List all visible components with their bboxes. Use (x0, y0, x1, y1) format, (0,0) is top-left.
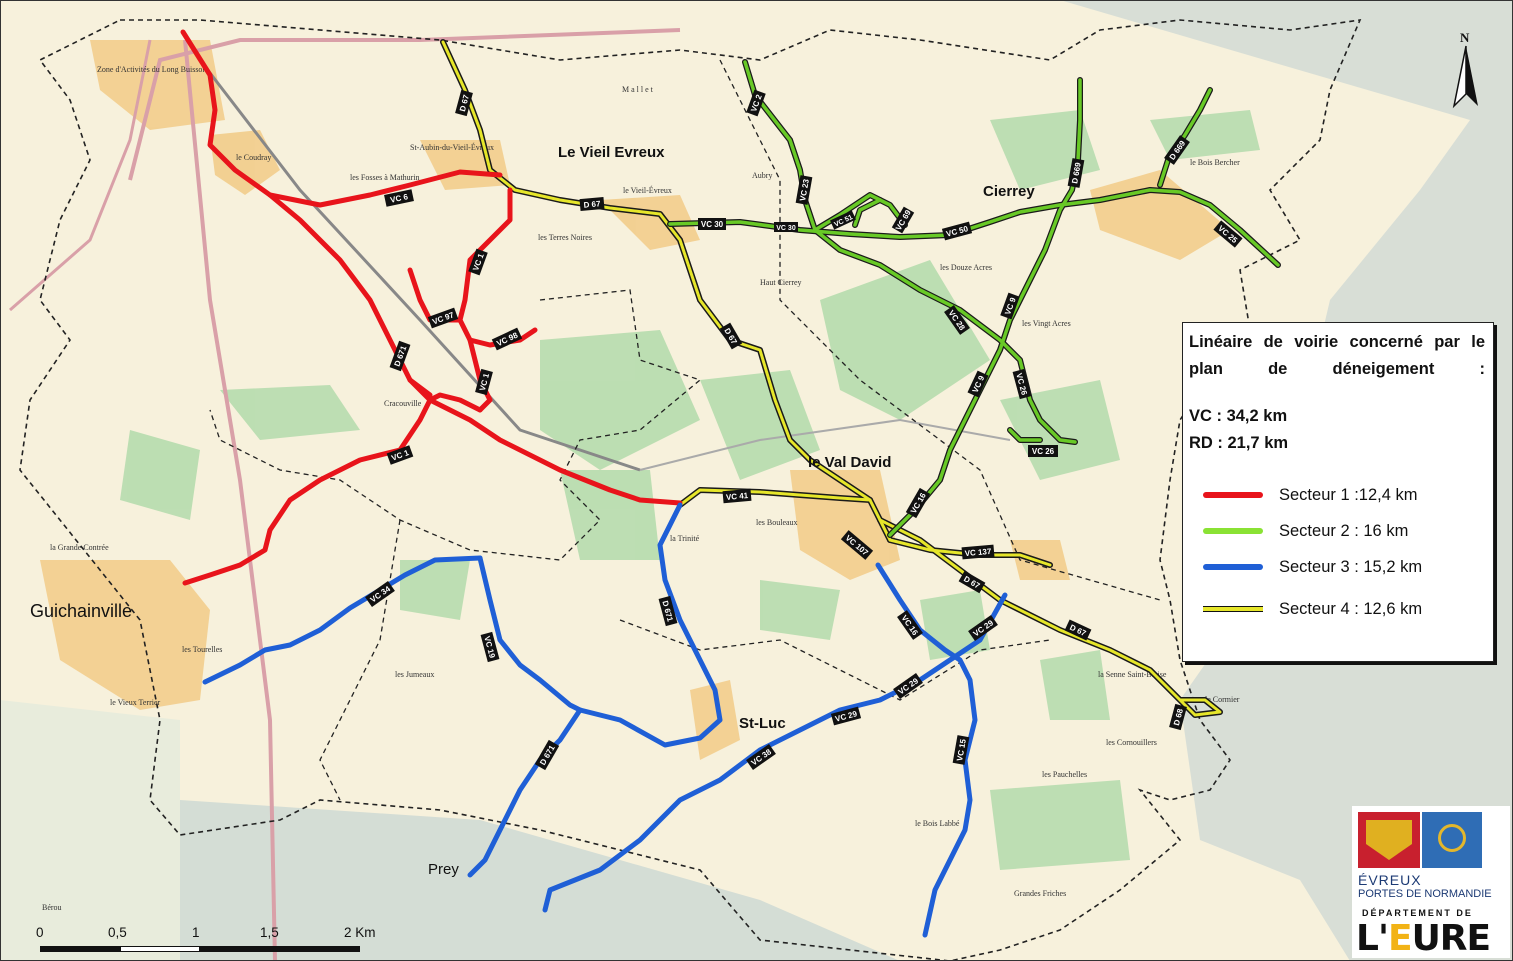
label-cracouville: Cracouville (384, 399, 422, 408)
legend-sector-2: Secteur 2 : 16 km (1203, 519, 1408, 543)
label-grandes-friches: Grandes Friches (1014, 889, 1066, 898)
label-cornouillers: les Cornouillers (1106, 738, 1157, 747)
map-small-labels: Zone d'Activités du Long Buisson M a l l… (42, 65, 1240, 912)
road-label-vc15: VC 15 (955, 738, 968, 762)
label-fosses-mathurin: les Fosses à Mathurin (350, 173, 420, 182)
legend-swatch-sector-3 (1203, 564, 1263, 570)
legend-title: Linéaire de voirie concerné par le plan … (1189, 333, 1485, 378)
north-arrow-icon (1452, 45, 1478, 109)
label-vingt-acres: les Vingt Acres (1022, 319, 1071, 328)
scale-label-15: 1,5 (260, 925, 279, 940)
scale-segment-1 (40, 946, 120, 952)
scale-bar: 0 0,5 1 1,5 2 Km (30, 924, 390, 956)
road-label-vc30b: VC 30 (776, 225, 796, 232)
label-st-aubin: St-Aubin-du-Vieil-Évreux (410, 142, 494, 152)
road-label-d67a: D 67 (458, 93, 471, 112)
legend-label-sector-3: Secteur 3 : 15,2 km (1279, 557, 1423, 576)
legend-rd-total: RD : 21,7 km (1189, 434, 1289, 452)
label-aubry: Aubry (752, 171, 772, 180)
road-label-vc41: VC 41 (726, 491, 749, 502)
legend-sector-3: Secteur 3 : 15,2 km (1203, 555, 1422, 579)
legend-label-sector-1: Secteur 1 :12,4 km (1279, 485, 1418, 504)
place-val-david: le Val David (808, 454, 891, 471)
legend-swatch-sector-2 (1203, 528, 1263, 534)
legend-vc-total: VC : 34,2 km (1189, 407, 1288, 425)
evreux-logo: ÉVREUX PORTES DE NORMANDIE (1352, 806, 1510, 908)
label-grande-contree: la Grande Contrée (50, 543, 109, 552)
scale-label-2km: 2 Km (344, 925, 376, 940)
road-label-d67b: D 67 (583, 199, 601, 209)
sector-4-roads (441, 40, 1222, 717)
road-label-d68: D 68 (1172, 707, 1185, 726)
label-douze-acres: les Douze Acres (940, 263, 992, 272)
label-la-trinite: la Trinité (670, 534, 700, 543)
label-zone-activites: Zone d'Activités du Long Buisson (97, 65, 206, 74)
place-vieil-evreux: Le Vieil Evreux (558, 144, 665, 161)
road-label-vc6: VC 6 (389, 192, 409, 205)
evreux-logo-line2: PORTES DE NORMANDIE (1358, 888, 1492, 900)
evreux-logo-line1: ÉVREUX (1358, 872, 1422, 888)
road-label-vc26b: VC 26 (1032, 447, 1055, 456)
place-cierrey: Cierrey (983, 183, 1035, 200)
label-les-jumeaux: les Jumeaux (395, 670, 434, 679)
legend-label-sector-4: Secteur 4 : 12,6 km (1279, 599, 1423, 618)
label-vieil-evreux-small: le Vieil-Évreux (623, 185, 672, 195)
place-guichainville: Guichainville (30, 601, 132, 621)
label-berou: Bérou (42, 903, 62, 912)
label-les-tourelles: les Tourelles (182, 645, 222, 654)
label-prey: Prey (428, 861, 459, 878)
road-label-vc23: VC 23 (798, 178, 811, 202)
label-bois-bercher: le Bois Bercher (1190, 158, 1240, 167)
label-coudray: le Coudray (236, 153, 271, 162)
main-place-names: Le Vieil Evreux Cierrey le Val David St-… (30, 144, 1035, 732)
legend-sector-1: Secteur 1 :12,4 km (1203, 483, 1418, 507)
label-mallet: M a l l e t (622, 85, 654, 94)
scale-label-0: 0 (36, 925, 44, 940)
eure-logo-e: E (1387, 918, 1413, 959)
label-le-cormier: le Cormier (1205, 695, 1240, 704)
legend: Linéaire de voirie concerné par le plan … (1182, 322, 1494, 662)
legend-label-sector-2: Secteur 2 : 16 km (1279, 521, 1409, 540)
label-pauchelles: les Pauchelles (1042, 770, 1087, 779)
globe-icon (1438, 824, 1466, 852)
road-label-vc137: VC 137 (964, 547, 992, 558)
legend-sector-4: Secteur 4 : 12,6 km (1203, 597, 1422, 621)
north-arrow: N (1446, 30, 1486, 110)
label-haut-cierrey: Haut Cierrey (760, 278, 802, 287)
scale-segment-3 (200, 946, 360, 952)
legend-swatch-sector-4 (1203, 606, 1263, 612)
label-les-bouleaux: les Bouleaux (756, 518, 798, 527)
place-st-luc: St-Luc (739, 715, 786, 732)
road-label-d669a: D 669 (1070, 161, 1083, 184)
legend-swatch-sector-1 (1203, 492, 1263, 498)
label-terres-noires: les Terres Noires (538, 233, 592, 242)
eure-logo-line1: DÉPARTEMENT DE (1362, 908, 1473, 918)
label-bois-labbe: le Bois Labbé (915, 819, 960, 828)
sector-1-roads (180, 29, 683, 586)
label-la-senne: la Senne Saint-Blaise (1098, 670, 1167, 679)
eure-logo: DÉPARTEMENT DE L'EURE (1352, 906, 1510, 959)
road-label-vc30a: VC 30 (701, 220, 724, 229)
eure-logo-rest: URE (1411, 918, 1492, 959)
north-label: N (1460, 30, 1470, 45)
scale-segment-2 (120, 946, 200, 952)
eure-logo-l: L' (1356, 918, 1389, 959)
eure-logo-wordmark: L'EURE (1356, 918, 1492, 959)
scale-label-1: 1 (192, 925, 200, 940)
scale-label-05: 0,5 (108, 925, 127, 940)
label-vieux-terrier: le Vieux Terrier (110, 698, 161, 707)
